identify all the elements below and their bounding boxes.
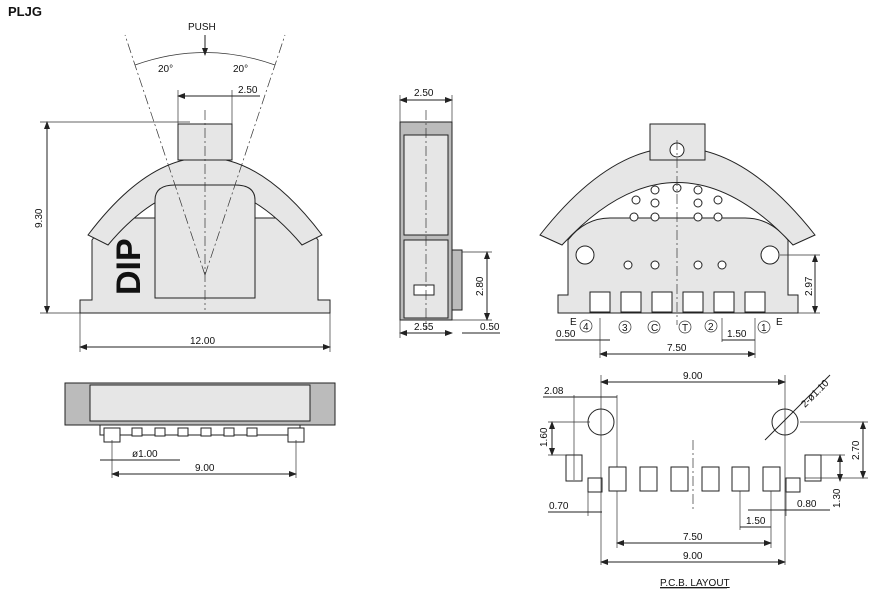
back-dim-span: 7.50 bbox=[667, 343, 687, 354]
pcb-dim-small-pad-right: 0.80 bbox=[797, 499, 817, 510]
pcb-dim-small-pad: 0.70 bbox=[549, 501, 569, 512]
pcb-dim-pad-height: 1.30 bbox=[832, 488, 843, 508]
back-holes bbox=[575, 183, 780, 270]
pcb-dim-offset: 2.08 bbox=[544, 386, 564, 397]
angle-left-label: 20° bbox=[158, 64, 173, 75]
bottom-view: ø1.00 9.00 bbox=[64, 382, 336, 478]
pin-label: C bbox=[651, 323, 658, 334]
push-label: PUSH bbox=[188, 22, 216, 33]
front-view: PUSH 20° 20° 2.50 9.30 12.00 DIP bbox=[34, 22, 331, 352]
drawing-title: PLJG bbox=[8, 4, 42, 19]
dim-height: 9.30 bbox=[34, 208, 45, 228]
pin-label: T bbox=[682, 323, 688, 334]
side-view: 2.50 2.80 2.55 0.50 bbox=[399, 88, 500, 338]
back-dim-height: 2.97 bbox=[804, 276, 815, 296]
back-pins bbox=[589, 291, 766, 313]
back-dim-pin-width: 0.50 bbox=[556, 329, 576, 340]
pcb-dim-hole-to-pad: 1.60 bbox=[539, 427, 550, 447]
pin-label: 2 bbox=[708, 322, 714, 333]
dim-knob-width: 2.50 bbox=[238, 85, 258, 96]
pcb-dim-pitch: 1.50 bbox=[746, 516, 766, 527]
pcb-dim-pin-span: 7.50 bbox=[683, 532, 703, 543]
dim-width: 12.00 bbox=[190, 336, 215, 347]
pin-labels: 4 3 C T 2 1 bbox=[579, 319, 771, 334]
ground-left-label: E bbox=[570, 317, 577, 328]
angle-right-label: 20° bbox=[233, 64, 248, 75]
side-dim-post: 0.50 bbox=[480, 322, 500, 333]
ground-right-label: E bbox=[776, 317, 783, 328]
back-dim-pitch: 1.50 bbox=[727, 329, 747, 340]
pcb-dim-outer-span: 9.00 bbox=[683, 551, 703, 562]
dip-marking: DIP bbox=[110, 238, 148, 295]
side-dim-width: 2.50 bbox=[414, 88, 434, 99]
pin-label: 4 bbox=[583, 322, 589, 333]
bottom-dim-post-dia: ø1.00 bbox=[132, 449, 158, 460]
pcb-layout-label: P.C.B. LAYOUT bbox=[660, 578, 730, 589]
pin-label: 1 bbox=[761, 323, 767, 334]
pin-label: 3 bbox=[622, 323, 628, 334]
pcb-layout: 9.00 2.08 2-ø1.10 1.60 2.70 1.30 0.70 0.… bbox=[539, 371, 868, 589]
bottom-dim-post-span: 9.00 bbox=[195, 463, 215, 474]
bottom-pins bbox=[103, 427, 305, 443]
pcb-dim-hole-span: 9.00 bbox=[683, 371, 703, 382]
pcb-dim-hole-dia: 2-ø1.10 bbox=[799, 378, 831, 410]
pcb-dim-hole-row: 2.70 bbox=[851, 440, 862, 460]
back-view: 2.97 4 3 C T 2 1 E E 0.50 1.50 7.50 bbox=[539, 123, 820, 358]
side-dim-base: 2.55 bbox=[414, 322, 434, 333]
side-dim-post-height: 2.80 bbox=[475, 276, 486, 296]
